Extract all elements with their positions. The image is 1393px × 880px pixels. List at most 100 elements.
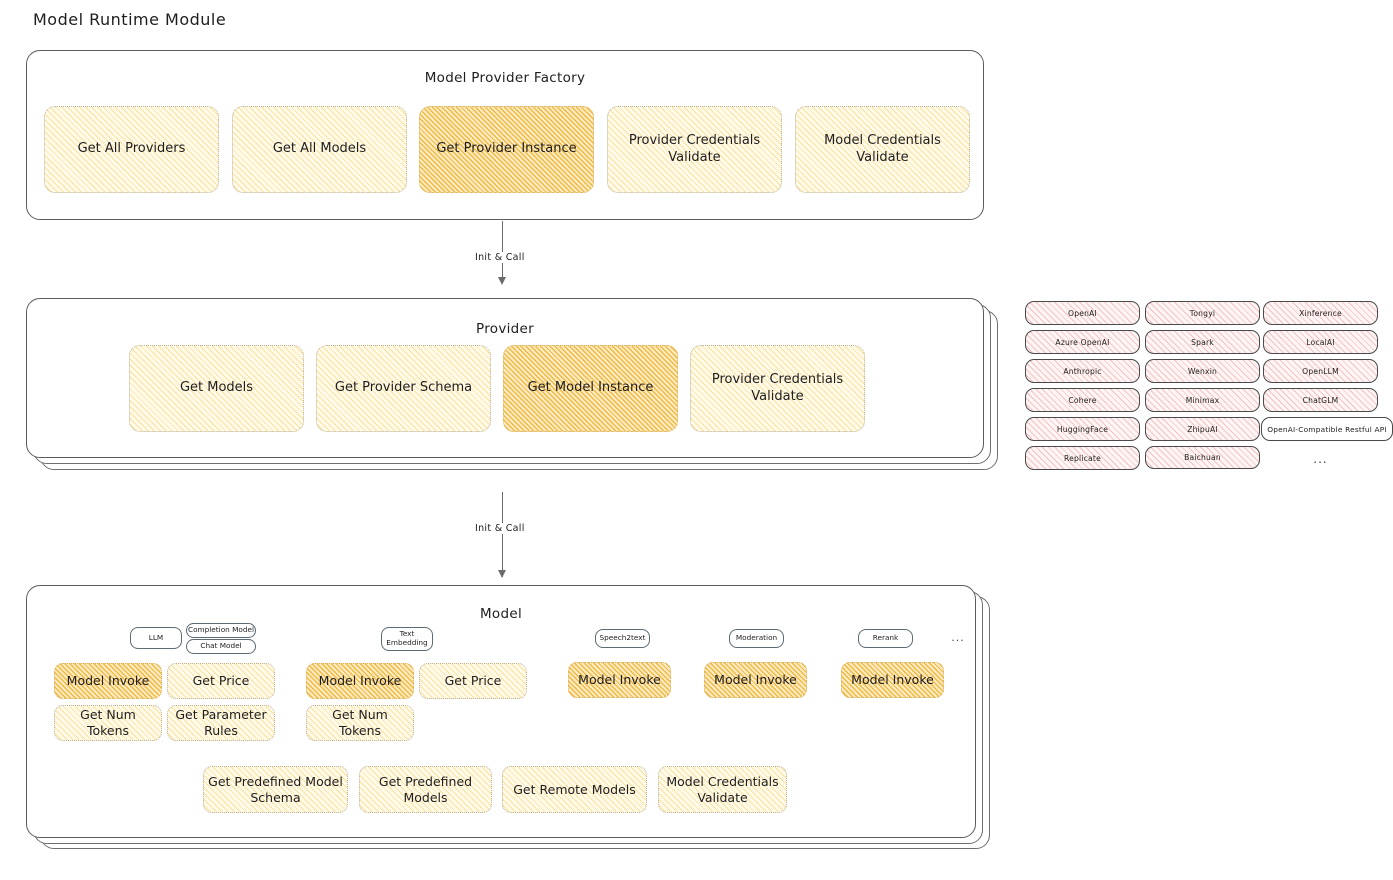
provider-method-get-model-instance[interactable]: Get Model Instance [503,345,678,432]
model-method-label: Model Invoke [318,673,402,689]
provider-pill-label: Minimax [1185,395,1220,405]
provider-pill-spark[interactable]: Spark [1145,330,1260,354]
model-text-embedding-method-model-invoke[interactable]: Model Invoke [306,663,414,699]
model-rerank-method-model-invoke[interactable]: Model Invoke [841,662,944,698]
provider-pill-label: Replicate [1064,453,1101,463]
provider-method-get-models[interactable]: Get Models [129,345,304,432]
model-type-chip-label: Rerank [872,633,899,643]
model-method-label: Get Price [444,673,502,689]
provider-pill-replicate[interactable]: Replicate [1025,446,1140,470]
model-method-label: Get Parameter Rules [175,707,267,738]
factory-method-label: Provider Credentials Validate [628,133,761,165]
model-method-label: Get Num Tokens [80,707,136,738]
model-shared-method-get-predefined-models[interactable]: Get Predefined Models [359,766,492,813]
provider-pill-anthropic[interactable]: Anthropic [1025,359,1140,383]
model-type-chip-label: Text Embedding [386,629,428,647]
provider-method-get-provider-schema[interactable]: Get Provider Schema [316,345,491,432]
provider-pill-label: OpenAI-Compatible Restful API [1267,424,1387,434]
model-text-embedding-method-get-price[interactable]: Get Price [419,663,527,699]
arrow-provider-to-model-line [502,492,504,577]
model-provider-factory-title: Model Provider Factory [424,70,586,86]
provider-pill-chatglm[interactable]: ChatGLM [1263,388,1378,412]
factory-method-get-provider-instance[interactable]: Get Provider Instance [419,106,594,193]
provider-list-more-ellipsis: ... [1313,452,1328,466]
model-llm-method-get-price[interactable]: Get Price [167,663,275,699]
model-title: Model [479,606,523,622]
factory-method-get-all-models[interactable]: Get All Models [232,106,407,193]
model-method-label: Model Invoke [66,673,150,689]
provider-pill-baichuan[interactable]: Baichuan [1145,446,1260,469]
model-method-label: Get Predefined Models [378,773,473,805]
provider-method-label: Get Provider Schema [334,380,473,396]
page-title: Model Runtime Module [33,10,227,29]
model-subtype-chip-label: Chat Model [200,641,242,651]
model-type-chip-llm[interactable]: LLM [130,627,182,649]
provider-pill-label: ZhipuAI [1187,424,1218,434]
model-subtype-chip-label: Completion Model [187,625,255,635]
provider-pill-wenxin[interactable]: Wenxin [1145,359,1260,383]
model-moderation-method-model-invoke[interactable]: Model Invoke [704,662,807,698]
arrow-provider-to-model-label: Init & Call [471,523,529,534]
provider-pill-openllm[interactable]: OpenLLM [1263,359,1378,383]
model-shared-method-get-remote-models[interactable]: Get Remote Models [502,766,647,813]
factory-method-label: Get All Providers [77,141,186,157]
model-method-label: Get Predefined Model Schema [208,773,343,805]
provider-pill-tongyi[interactable]: Tongyi [1145,301,1260,325]
model-types-more-ellipsis: ... [951,631,965,644]
provider-method-provider-credentials-validate[interactable]: Provider Credentials Validate [690,345,865,432]
model-method-label: Model Credentials Validate [666,773,779,805]
provider-pill-label: Xinference [1299,308,1342,318]
provider-pill-label: OpenLLM [1302,366,1339,376]
factory-method-label: Get Provider Instance [436,141,577,157]
model-subtype-chip-completion-model[interactable]: Completion Model [186,623,256,638]
model-type-chip-moderation[interactable]: Moderation [729,629,784,648]
factory-method-get-all-providers[interactable]: Get All Providers [44,106,219,193]
arrow-factory-to-provider-head [498,277,506,285]
model-llm-method-get-parameter-rules[interactable]: Get Parameter Rules [167,705,275,741]
provider-pill-label: Wenxin [1187,366,1218,376]
model-method-label: Get Num Tokens [332,707,388,738]
provider-pill-label: LocalAI [1306,337,1335,347]
model-method-label: Model Invoke [714,672,797,688]
provider-pill-zhipuai[interactable]: ZhipuAI [1145,417,1260,441]
arrow-provider-to-model-head [498,570,506,578]
model-type-chip-text-embedding[interactable]: Text Embedding [381,627,433,651]
model-llm-method-model-invoke[interactable]: Model Invoke [54,663,162,699]
factory-method-label: Model Credentials Validate [824,133,941,165]
provider-pill-label: ChatGLM [1302,395,1339,405]
provider-pill-minimax[interactable]: Minimax [1145,388,1260,412]
model-type-chip-label: LLM [148,632,164,642]
provider-pill-localai[interactable]: LocalAI [1263,330,1378,354]
provider-pill-label: Cohere [1068,395,1097,405]
provider-pill-openai-compatible-restful-api[interactable]: OpenAI-Compatible Restful API [1261,417,1393,441]
provider-pill-label: Tongyi [1189,308,1216,318]
model-text-embedding-method-get-num-tokens[interactable]: Get Num Tokens [306,705,414,741]
model-llm-method-get-num-tokens[interactable]: Get Num Tokens [54,705,162,741]
provider-pill-azure-openai[interactable]: Azure OpenAI [1025,330,1140,354]
model-speech2text-method-model-invoke[interactable]: Model Invoke [568,662,671,698]
factory-method-provider-credentials-validate[interactable]: Provider Credentials Validate [607,106,782,193]
factory-method-model-credentials-validate[interactable]: Model Credentials Validate [795,106,970,193]
factory-method-label: Get All Models [272,141,367,157]
model-shared-method-model-credentials-validate[interactable]: Model Credentials Validate [658,766,787,813]
provider-pill-label: OpenAI [1068,308,1097,318]
provider-pill-cohere[interactable]: Cohere [1025,388,1140,412]
model-shared-method-get-predefined-model-schema[interactable]: Get Predefined Model Schema [203,766,348,813]
provider-pill-label: HuggingFace [1056,424,1109,434]
provider-pill-label: Azure OpenAI [1055,337,1110,347]
model-subtype-chip-chat-model[interactable]: Chat Model [186,639,256,654]
provider-pill-huggingface[interactable]: HuggingFace [1025,417,1140,441]
model-method-label: Model Invoke [851,672,934,688]
provider-pill-label: Baichuan [1184,453,1221,462]
model-type-chip-speech2text[interactable]: Speech2text [595,629,650,648]
provider-pill-label: Anthropic [1063,366,1102,376]
model-method-label: Get Price [192,673,250,689]
model-type-chip-label: Moderation [735,633,778,643]
provider-method-label: Get Model Instance [527,380,654,396]
model-type-chip-rerank[interactable]: Rerank [858,629,913,648]
provider-method-label: Get Models [179,380,254,396]
model-method-label: Get Remote Models [513,781,636,797]
provider-pill-openai[interactable]: OpenAI [1025,301,1140,325]
provider-pill-xinference[interactable]: Xinference [1263,301,1378,325]
model-method-label: Model Invoke [578,672,661,688]
